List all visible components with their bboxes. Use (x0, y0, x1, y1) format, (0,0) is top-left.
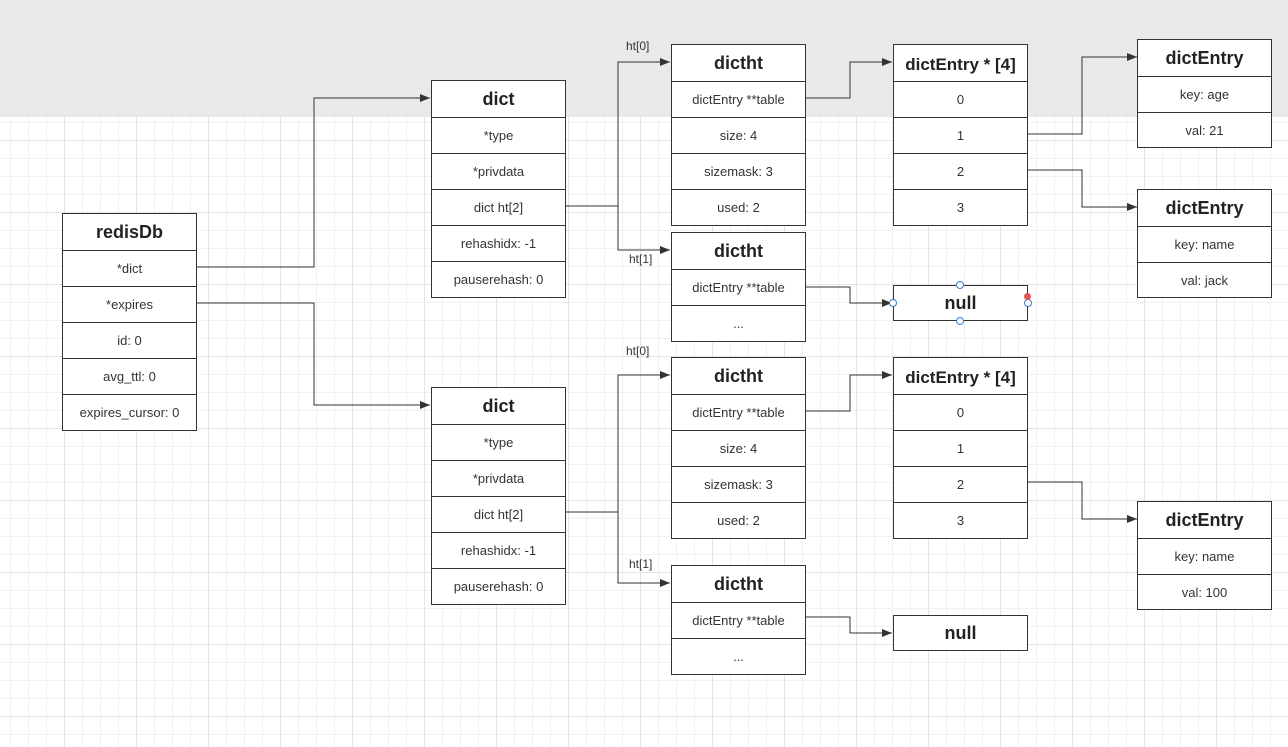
struct-title: redisDb (95, 221, 164, 242)
field-table: dictEntry **table (672, 269, 805, 305)
struct-title: dictEntry * [4] (905, 54, 1016, 74)
entry-key: key: age (1138, 76, 1271, 112)
field-table: dictEntry **table (672, 81, 805, 117)
arrow-bucket1 (1028, 53, 1137, 135)
field-expires-cursor: expires_cursor: 0 (63, 394, 196, 430)
connection-handle-right[interactable] (1024, 299, 1032, 307)
ht0-label: ht[0] (626, 39, 650, 53)
bucket-1: 1 (894, 430, 1027, 466)
struct-title: dictht (714, 365, 763, 386)
dict-struct-2[interactable]: dict *type *privdata dict ht[2] rehashid… (431, 387, 566, 605)
field-ht: dict ht[2] (432, 496, 565, 532)
arrow-bucket2-b (1028, 481, 1137, 523)
dict-entry-1[interactable]: dictEntry key: age val: 21 (1137, 39, 1272, 148)
field-used: used: 2 (672, 189, 805, 225)
entry-key: key: name (1138, 226, 1271, 262)
field-id: id: 0 (63, 322, 196, 358)
field-privdata: *privdata (432, 460, 565, 496)
arrow-expires-pointer (197, 302, 430, 409)
dictht-struct-2-ht0[interactable]: dictht dictEntry **table size: 4 sizemas… (671, 357, 806, 539)
connection-handle-bottom[interactable] (956, 317, 964, 325)
bucket-0: 0 (894, 81, 1027, 117)
bucket-3: 3 (894, 502, 1027, 538)
bucket-0: 0 (894, 394, 1027, 430)
arrow-dict1-ht0 (566, 58, 670, 207)
arrow-table-2 (806, 286, 892, 307)
field-used: used: 2 (672, 502, 805, 538)
arrow-dict2-ht0 (566, 371, 670, 513)
connection-handle-top[interactable] (956, 281, 964, 289)
null-label: null (944, 292, 977, 313)
redisdb-struct[interactable]: redisDb *dict *expires id: 0 avg_ttl: 0 … (62, 213, 197, 431)
struct-title: dictEntry (1165, 47, 1244, 68)
null-box-selected[interactable]: null (893, 285, 1028, 321)
field-type: *type (432, 424, 565, 460)
struct-title: dictEntry * [4] (905, 367, 1016, 387)
ht0-label: ht[0] (626, 344, 650, 358)
entry-key: key: name (1138, 538, 1271, 574)
entry-val: val: 21 (1138, 112, 1271, 147)
ht1-label: ht[1] (629, 252, 653, 266)
field-size: size: 4 (672, 430, 805, 466)
field-size: size: 4 (672, 117, 805, 153)
field-table: dictEntry **table (672, 394, 805, 430)
bucket-2: 2 (894, 466, 1027, 502)
dict-entry-2[interactable]: dictEntry key: name val: jack (1137, 189, 1272, 298)
dictht-struct-1-ht1[interactable]: dictht dictEntry **table ... (671, 232, 806, 342)
struct-title: dictEntry (1165, 197, 1244, 218)
field-pauserehash: pauserehash: 0 (432, 568, 565, 604)
bucket-3: 3 (894, 189, 1027, 225)
null-label: null (944, 622, 977, 643)
bucket-1: 1 (894, 117, 1027, 153)
field-dict: *dict (63, 250, 196, 286)
struct-title: dictht (714, 52, 763, 73)
struct-title: dictEntry (1165, 509, 1244, 530)
connection-handle-left[interactable] (889, 299, 897, 307)
field-expires: *expires (63, 286, 196, 322)
field-privdata: *privdata (432, 153, 565, 189)
field-ellipsis: ... (672, 638, 805, 674)
anchor-alert-dot[interactable] (1024, 293, 1031, 300)
arrow-table-3 (806, 371, 892, 412)
arrow-table-4 (806, 616, 892, 637)
entry-val: val: jack (1138, 262, 1271, 297)
arrow-dict-pointer (197, 94, 430, 268)
arrow-bucket2 (1028, 169, 1137, 211)
dict-entry-3[interactable]: dictEntry key: name val: 100 (1137, 501, 1272, 610)
dictht-struct-2-ht1[interactable]: dictht dictEntry **table ... (671, 565, 806, 675)
entry-val: val: 100 (1138, 574, 1271, 609)
field-ellipsis: ... (672, 305, 805, 341)
field-rehashidx: rehashidx: -1 (432, 532, 565, 568)
arrow-dict2-ht1 (617, 512, 670, 587)
struct-title: dictht (714, 573, 763, 594)
struct-title: dict (482, 395, 515, 416)
bucket-array-2[interactable]: dictEntry * [4] 0 1 2 3 (893, 357, 1028, 539)
field-table: dictEntry **table (672, 602, 805, 638)
struct-title: dictht (714, 240, 763, 261)
field-ht: dict ht[2] (432, 189, 565, 225)
dictht-struct-1-ht0[interactable]: dictht dictEntry **table size: 4 sizemas… (671, 44, 806, 226)
field-pauserehash: pauserehash: 0 (432, 261, 565, 297)
struct-title: dict (482, 88, 515, 109)
field-rehashidx: rehashidx: -1 (432, 225, 565, 261)
field-avg-ttl: avg_ttl: 0 (63, 358, 196, 394)
field-sizemask: sizemask: 3 (672, 466, 805, 502)
arrow-table-1 (806, 58, 892, 99)
dict-struct-1[interactable]: dict *type *privdata dict ht[2] rehashid… (431, 80, 566, 298)
field-sizemask: sizemask: 3 (672, 153, 805, 189)
top-band (0, 0, 1288, 117)
bucket-array-1[interactable]: dictEntry * [4] 0 1 2 3 (893, 44, 1028, 226)
arrow-dict1-ht1 (617, 206, 670, 254)
bucket-2: 2 (894, 153, 1027, 189)
null-box[interactable]: null (893, 615, 1028, 651)
field-type: *type (432, 117, 565, 153)
ht1-label: ht[1] (629, 557, 653, 571)
